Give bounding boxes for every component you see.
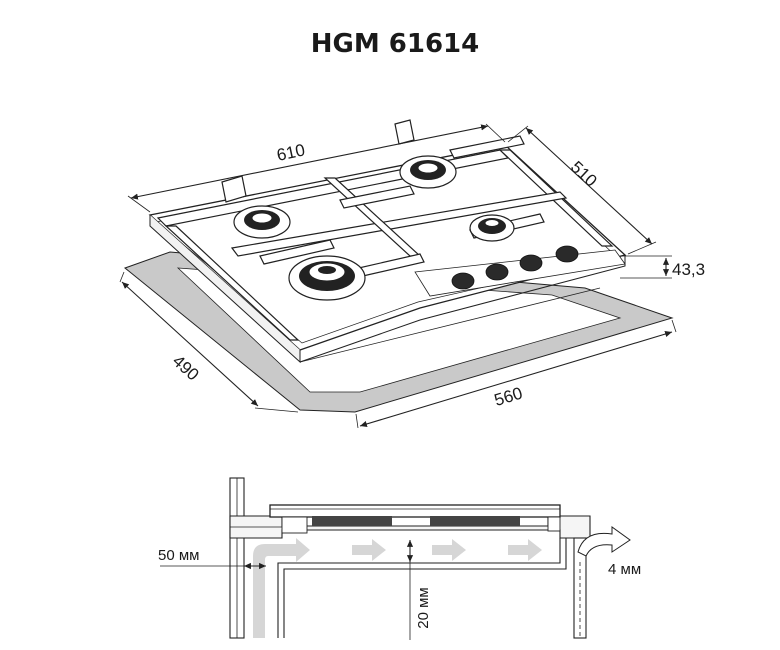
dimension-side-gap-label: 50 мм <box>158 547 199 564</box>
burner-front-right-icon <box>469 214 515 242</box>
knob-icon <box>519 254 543 272</box>
model-title: HGM 61614 <box>311 29 479 59</box>
burner-section-right <box>430 516 520 526</box>
burner-rear-left-icon <box>233 205 291 239</box>
dimension-vertical-gap-label: 20 мм <box>415 587 432 628</box>
airflow-right-arrow-icon <box>432 539 466 561</box>
knob-icon <box>485 263 509 281</box>
airflow-arrows <box>253 538 542 638</box>
dimension-depth-label: 510 <box>567 157 601 190</box>
dimension-air-gap-label: 4 мм <box>608 561 641 578</box>
installation-section-view: 50 мм 20 мм 4 мм <box>158 477 641 640</box>
airflow-right-arrow-icon <box>352 539 386 561</box>
cabinet-right-wall <box>573 537 587 639</box>
knob-icon <box>555 245 579 263</box>
cabinet-inner-shelf <box>277 538 561 638</box>
dimension-width-label: 610 <box>275 140 307 164</box>
airflow-right-arrow-icon <box>508 539 542 561</box>
dimension-cutout-width-label: 560 <box>492 384 525 410</box>
hob-isometric-view: 610 510 43,3 490 560 <box>119 119 705 429</box>
burner-rear-right-icon <box>399 155 457 189</box>
knob-icon <box>451 272 475 290</box>
dimension-height-label: 43,3 <box>672 260 705 279</box>
control-knobs <box>451 245 579 290</box>
dimension-vertical-gap: 20 мм <box>406 540 432 640</box>
burner-section-left <box>312 516 392 526</box>
dimension-side-gap: 50 мм <box>158 547 266 570</box>
burner-front-left-icon <box>288 255 366 301</box>
hob-section-body <box>269 504 561 518</box>
dimension-cutout-depth-label: 490 <box>169 351 203 384</box>
airflow-up-arrow-icon <box>253 538 310 638</box>
dimension-height: 43,3 <box>620 255 705 279</box>
air-outflow-arrow-icon <box>577 526 631 557</box>
